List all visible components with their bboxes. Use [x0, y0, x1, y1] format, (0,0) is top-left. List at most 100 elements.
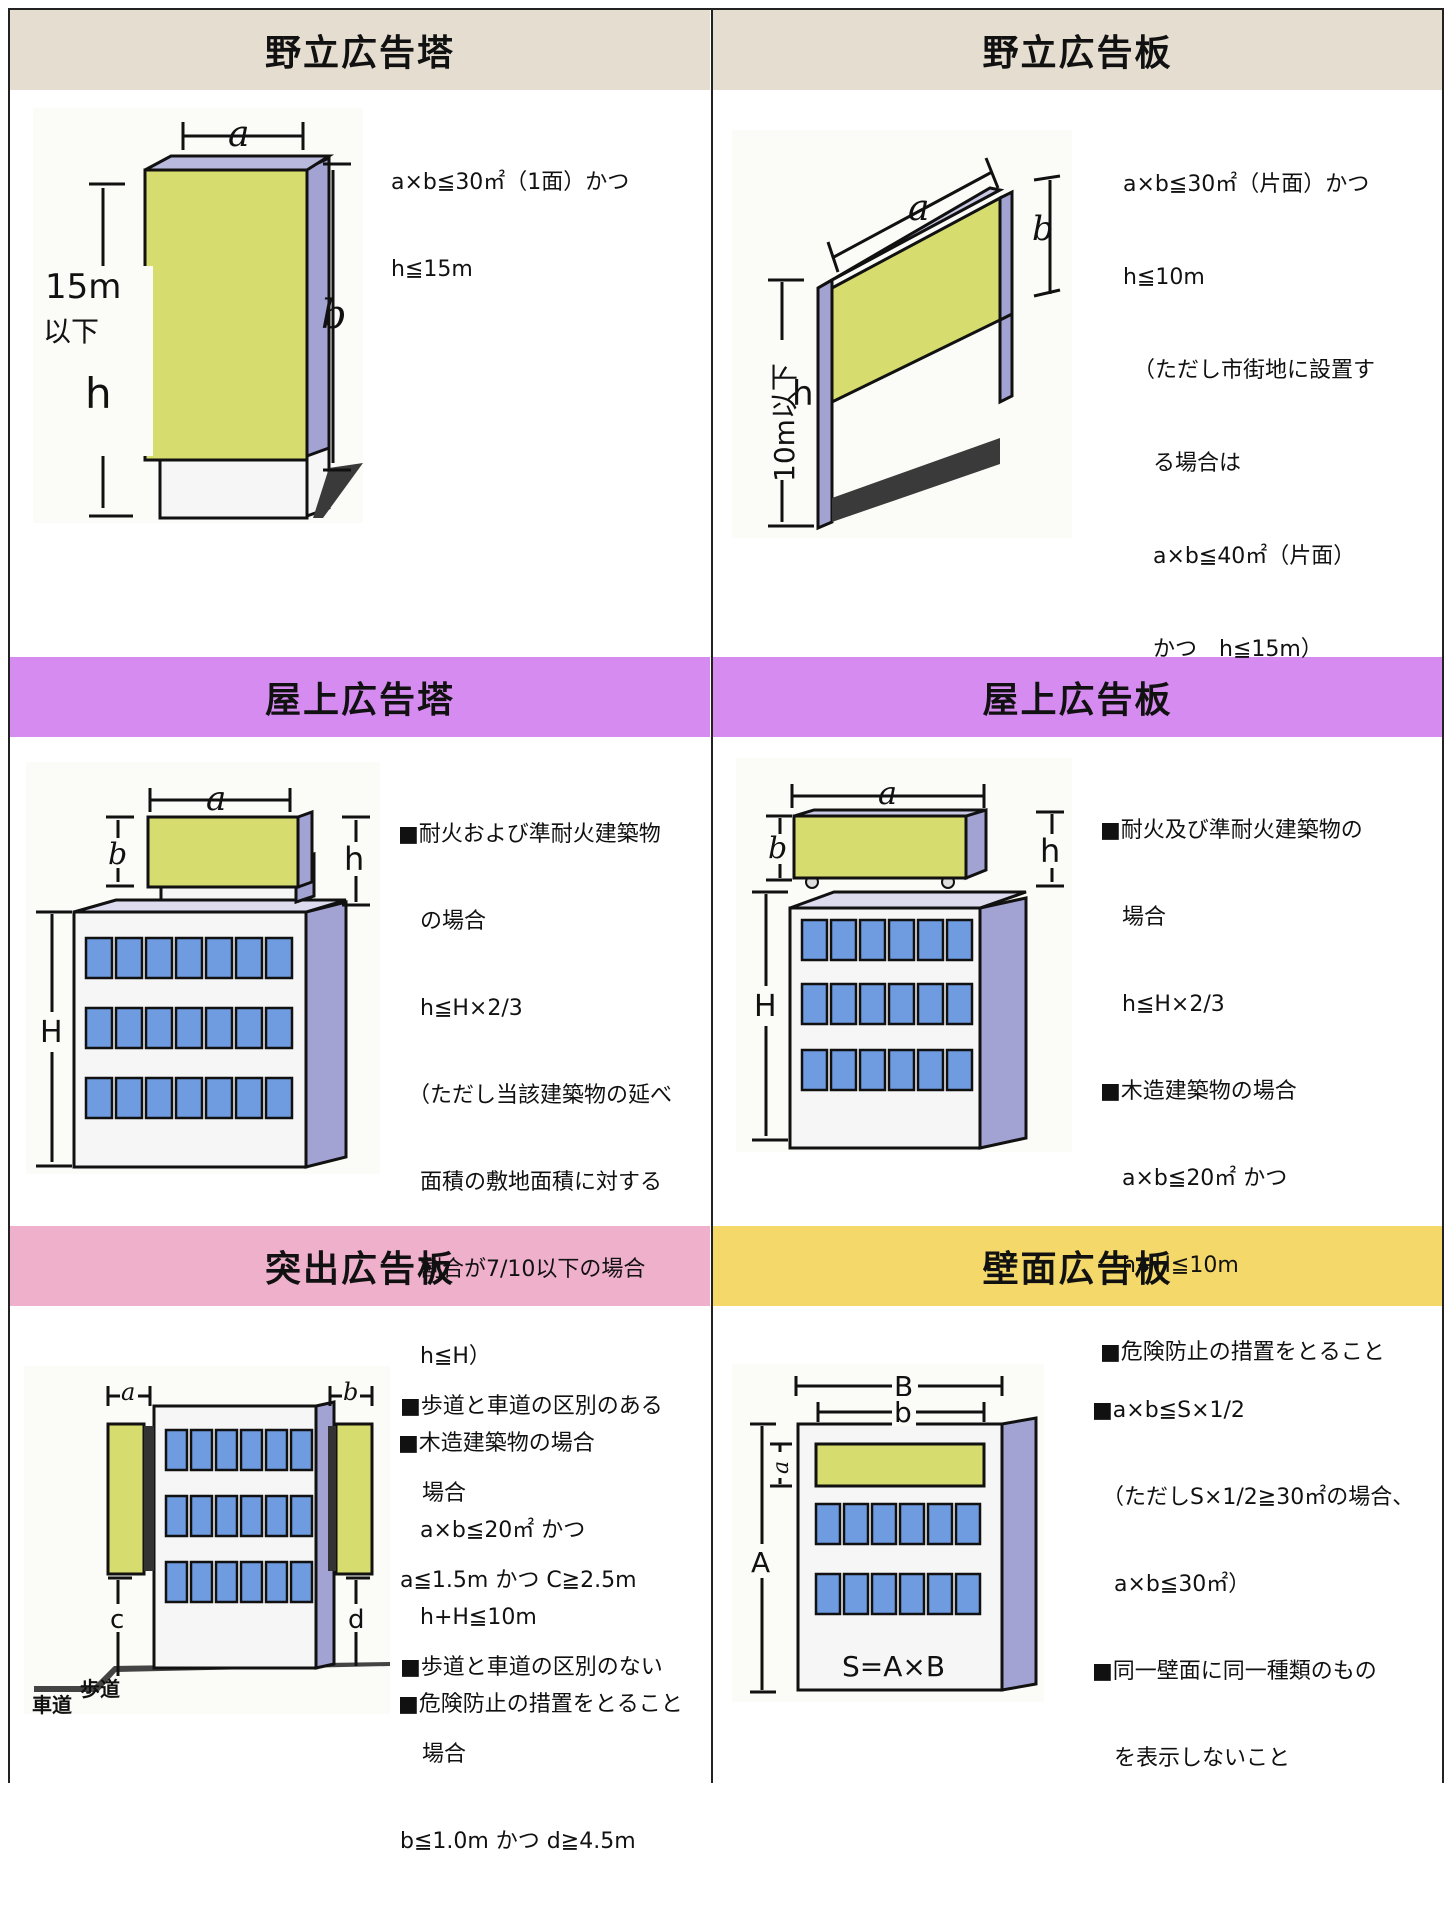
figure-tower-ground: a b 15m 以下 h: [33, 108, 363, 523]
desc-line: a×b≦20㎡ かつ: [420, 1518, 586, 1543]
window-pane: [144, 1076, 174, 1120]
desc-tower-ground: a×b≦30㎡（1面）かつ h≦15m: [391, 110, 629, 342]
window-pane: [204, 1076, 234, 1120]
window-pane: [800, 982, 829, 1026]
window-pane: [174, 1006, 204, 1050]
column-divider: [711, 8, 713, 1783]
window-pane: [214, 1494, 239, 1538]
desc-line: b≦1.0m かつ d≧4.5m: [400, 1829, 636, 1854]
window-pane: [945, 982, 974, 1026]
window-pane: [84, 1076, 114, 1120]
window-pane: [174, 936, 204, 980]
desc-line: る場合は: [1153, 451, 1242, 476]
desc-line: a×b≦30㎡（1面）かつ: [391, 170, 630, 195]
figure-board-ground: a b 10m以下 h: [732, 130, 1072, 538]
desc-line: 場合: [422, 1481, 467, 1506]
desc-line: h≦10m: [1123, 265, 1205, 290]
label-a: a: [769, 1461, 794, 1474]
window-pane: [84, 1006, 114, 1050]
window-pane: [214, 1428, 239, 1472]
window-pane: [858, 1048, 887, 1092]
header-board-roof: 屋上広告板: [713, 657, 1442, 737]
desc-line: h+H≦10m: [420, 1605, 537, 1630]
title-projecting: 突出広告板: [264, 1249, 455, 1290]
window-pane: [214, 1560, 239, 1604]
desc-line: a×b≦20㎡ かつ: [1122, 1166, 1288, 1191]
window-pane: [239, 1428, 264, 1472]
window-pane: [189, 1494, 214, 1538]
window-pane: [114, 1006, 144, 1050]
desc-tower-roof: ■耐火および準耐火建築物 の場合 h≦H×2/3 （ただし当該建築物の延べ 面積…: [398, 762, 683, 1777]
window-pane: [174, 1076, 204, 1120]
desc-line: a≦1.5m かつ C≧2.5m: [400, 1568, 637, 1593]
desc-board-roof: ■耐火及び準耐火建築物の 場合 h≦H×2/3 ■木造建築物の場合 a×b≦20…: [1100, 758, 1385, 1425]
desc-line: を表示しないこと: [1114, 1746, 1291, 1771]
figure-projecting: a b c d 車道 歩道: [24, 1366, 390, 1717]
label-S: S=A×B: [842, 1650, 945, 1683]
desc-line: ■歩道と車道の区別のある: [400, 1394, 663, 1419]
label-a: a: [908, 188, 929, 229]
windows: [814, 1502, 982, 1616]
window-pane: [239, 1494, 264, 1538]
header-board-ground: 野立広告板: [713, 10, 1442, 90]
title-tower-roof: 屋上広告塔: [264, 680, 455, 721]
desc-line: a×b≦30㎡）: [1114, 1572, 1251, 1597]
label-road: 車道: [32, 1693, 72, 1717]
window-pane: [945, 1048, 974, 1092]
page: 野立広告塔 野立広告板 屋上広告塔 屋上広告板 突出広告板 壁面広告板 a×b≦…: [8, 8, 1444, 1854]
window-pane: [898, 1572, 926, 1616]
desc-line: ■危険防止の措置をとること: [1100, 1340, 1385, 1365]
desc-line: ■歩道と車道の区別のない: [400, 1655, 663, 1680]
sign-panel: [814, 1442, 986, 1488]
label-h: h: [344, 840, 364, 878]
window-pane: [829, 982, 858, 1026]
sign-panel: [143, 168, 309, 462]
window-pane: [870, 1572, 898, 1616]
window-pane: [814, 1572, 842, 1616]
window-pane: [945, 918, 974, 962]
tower-base: [158, 454, 309, 520]
window-pane: [239, 1560, 264, 1604]
label-b: b: [1032, 209, 1054, 249]
desc-line: ■耐火及び準耐火建築物の: [1100, 818, 1363, 843]
label-sidewalk: 歩道: [80, 1677, 120, 1701]
header-tower-ground: 野立広告塔: [10, 10, 710, 90]
window-pane: [887, 982, 916, 1026]
label-b: b: [894, 1396, 912, 1429]
title-tower-ground: 野立広告塔: [264, 33, 455, 74]
desc-board-ground: a×b≦30㎡（片面）かつ h≦10m （ただし市街地に設置す る場合は a×b…: [1123, 107, 1375, 727]
desc-wall: ■a×b≦S×1/2 （ただしS×1/2≧30㎡の場合、 a×b≦30㎡） ■同…: [1092, 1338, 1414, 1831]
window-pane: [264, 1560, 289, 1604]
window-pane: [234, 936, 264, 980]
desc-line: （ただし当該建築物の延べ: [408, 1083, 673, 1108]
label-H: H: [40, 1015, 63, 1050]
window-pane: [954, 1572, 982, 1616]
window-pane: [289, 1494, 314, 1538]
desc-line: a×b≦40㎡（片面）: [1153, 544, 1356, 569]
window-pane: [144, 936, 174, 980]
desc-line: ■危険防止の措置をとること: [398, 1692, 683, 1717]
window-pane: [926, 1502, 954, 1546]
desc-line: h≦15m: [391, 257, 473, 282]
window-pane: [842, 1572, 870, 1616]
window-pane: [887, 1048, 916, 1092]
desc-line: h≦H×2/3: [420, 996, 523, 1021]
desc-line: の場合: [420, 909, 487, 934]
figure-board-roof: a b h H: [736, 758, 1072, 1152]
table-frame: [8, 8, 1444, 1783]
label-15m: 15m: [45, 267, 121, 307]
label-A: A: [751, 1546, 770, 1579]
sign-panel: [792, 814, 968, 880]
window-pane: [289, 1560, 314, 1604]
window-pane: [916, 1048, 945, 1092]
desc-line: ■木造建築物の場合: [1100, 1079, 1297, 1104]
desc-line: ■同一壁面に同一種類のもの: [1092, 1659, 1377, 1684]
window-pane: [898, 1502, 926, 1546]
window-pane: [264, 1006, 294, 1050]
label-c: c: [110, 1605, 124, 1635]
window-pane: [829, 918, 858, 962]
window-pane: [858, 982, 887, 1026]
window-pane: [800, 918, 829, 962]
label-a: a: [228, 114, 249, 155]
desc-line: 割合が7/10以下の場合: [420, 1257, 646, 1282]
